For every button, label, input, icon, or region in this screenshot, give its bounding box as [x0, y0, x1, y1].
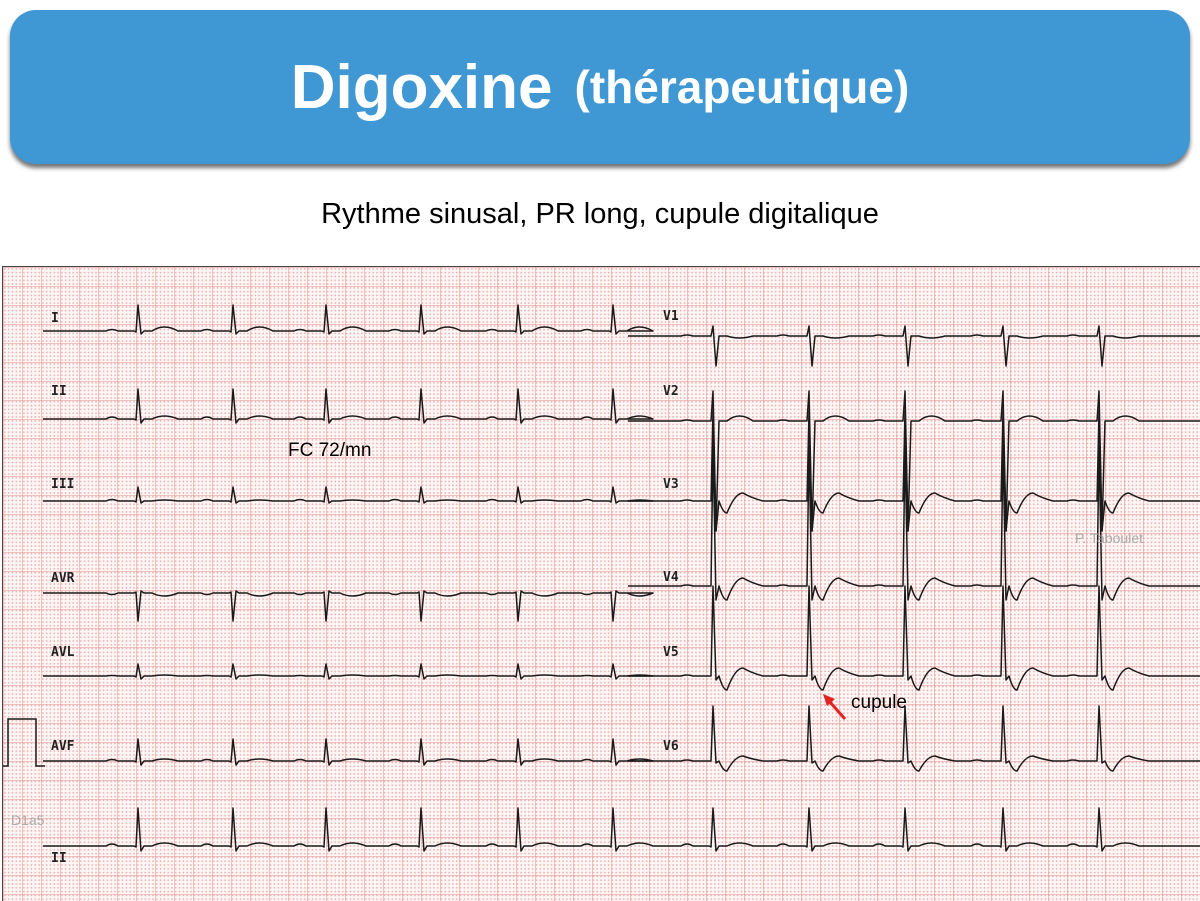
- ecg-lead-V2: [628, 390, 1200, 532]
- lead-label-V3: V3: [663, 477, 679, 492]
- lead-label-V4: V4: [663, 570, 679, 585]
- ecg-lead-III: [43, 486, 654, 504]
- lead-label-V1: V1: [663, 309, 679, 324]
- lead-label-AVR: AVR: [51, 571, 75, 586]
- ecg-lead-V1: [628, 325, 1200, 367]
- slide-subtitle: Rythme sinusal, PR long, cupule digitali…: [321, 198, 879, 230]
- lead-label-III: III: [51, 477, 75, 492]
- ecg-lead-V3: [628, 410, 1200, 532]
- lead-label-II: II: [51, 384, 67, 399]
- ecg-lead-II: [43, 388, 654, 424]
- calibration-pulse: [3, 718, 45, 767]
- title-main: Digoxine: [290, 52, 553, 122]
- ecg-lead-V5: [628, 585, 1200, 691]
- ecg-waveforms: [3, 304, 1200, 852]
- lead-label-I: I: [51, 311, 59, 326]
- ecg-lead-AVL: [43, 663, 654, 680]
- ecg-tracing: I II III AVR AVL AVF II V1 V2 V3 V4 V5 V…: [2, 266, 1200, 901]
- ecg-lead-rhythm-II: [43, 807, 1200, 852]
- ecg-lead-AVF: [43, 738, 654, 766]
- ecg-lead-V4: [628, 445, 1200, 601]
- title-subtitle: (thérapeutique): [574, 61, 910, 113]
- ecg-code: D1a5: [11, 812, 45, 828]
- lead-label-rhythm-II: II: [51, 851, 67, 866]
- ecg-lead-V6: [628, 705, 1200, 772]
- lead-label-AVL: AVL: [51, 645, 75, 660]
- cupule-annotation: cupule: [851, 692, 907, 713]
- heart-rate-label: FC 72/mn: [288, 440, 372, 461]
- credit-watermark: P. Taboulet: [1075, 530, 1143, 546]
- red-arrowhead-icon: [823, 694, 835, 706]
- lead-label-V5: V5: [663, 645, 679, 660]
- red-arrow-icon: [827, 700, 847, 720]
- title-banner: Digoxine (thérapeutique): [10, 10, 1190, 164]
- lead-label-V6: V6: [663, 739, 679, 754]
- lead-label-V2: V2: [663, 384, 679, 399]
- lead-label-AVF: AVF: [51, 739, 75, 754]
- ecg-lead-AVR: [43, 590, 654, 622]
- ecg-lead-I: [43, 304, 654, 335]
